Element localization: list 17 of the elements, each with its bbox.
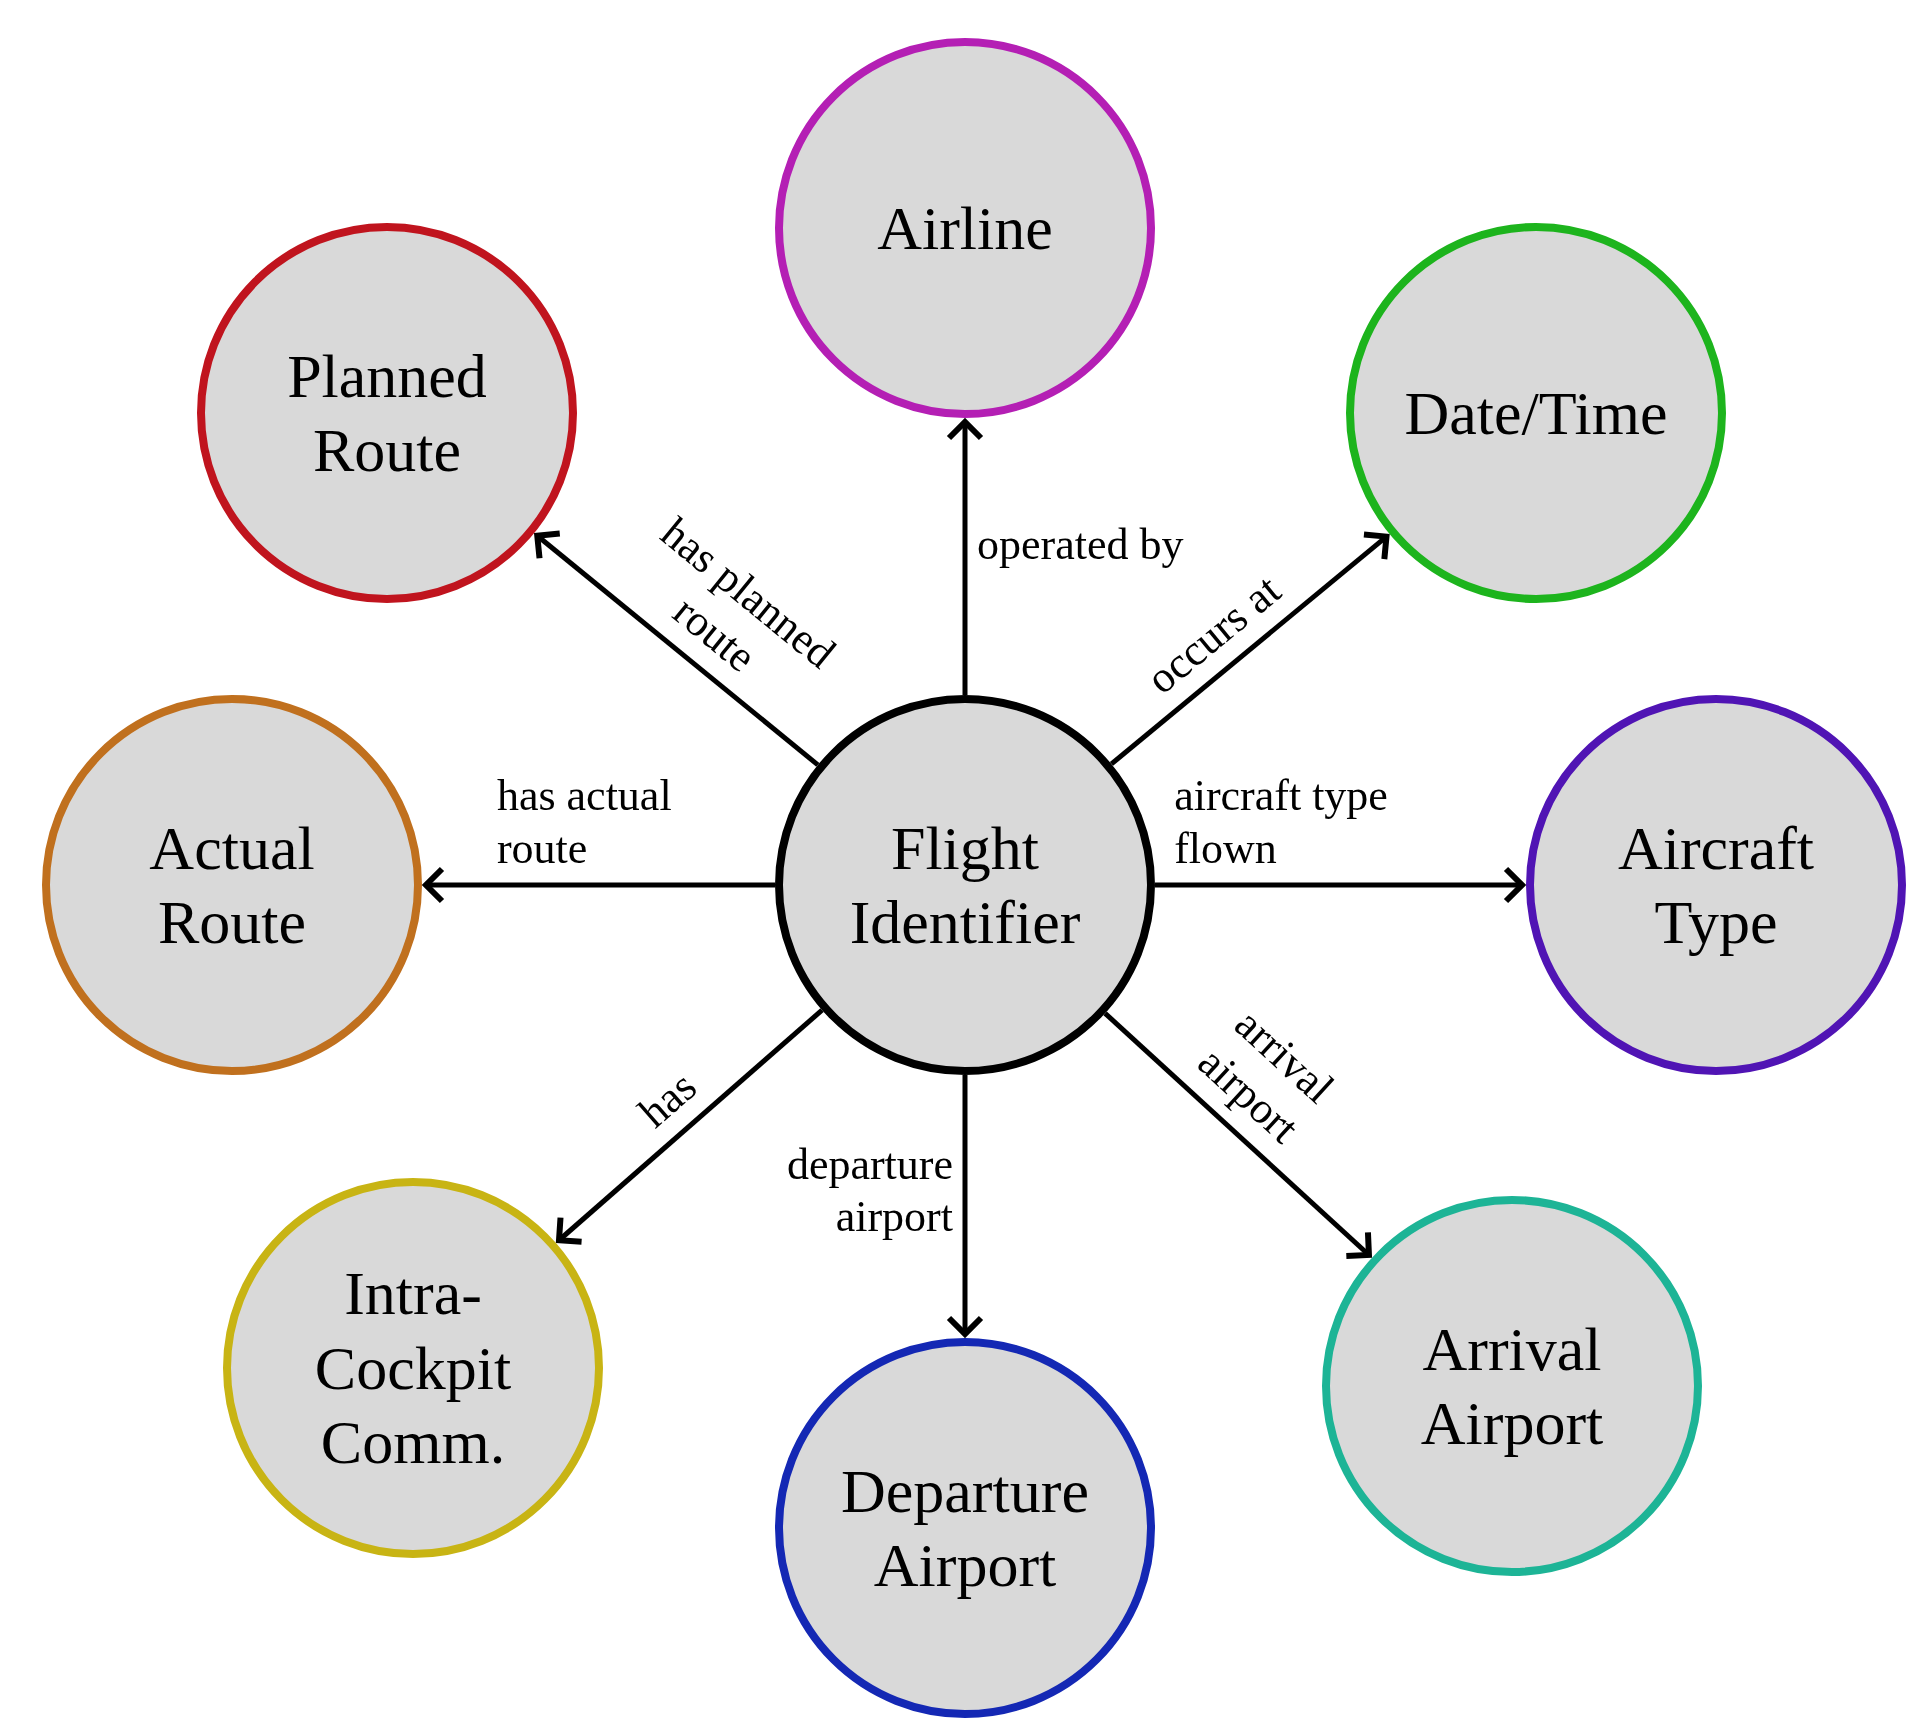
node-label: Flight Identifier	[848, 812, 1082, 958]
arrow	[946, 419, 984, 695]
arrow	[946, 1075, 984, 1337]
node-label: Aircraft Type	[1616, 812, 1816, 958]
node-label: Arrival Airport	[1419, 1313, 1605, 1459]
node-label: Departure Airport	[840, 1455, 1090, 1601]
node-label: Date/Time	[1403, 377, 1669, 449]
arrow	[1155, 866, 1525, 904]
arrow	[423, 866, 775, 904]
arrow	[1109, 531, 1390, 766]
arrow	[534, 530, 820, 767]
node-label: Planned Route	[286, 340, 488, 486]
node-label: Airline	[876, 192, 1054, 264]
arrow	[1103, 1011, 1372, 1259]
node-label: Intra-Cockpit Comm.	[313, 1258, 513, 1479]
node-label: Actual Route	[148, 812, 316, 958]
arrow	[556, 1008, 824, 1245]
